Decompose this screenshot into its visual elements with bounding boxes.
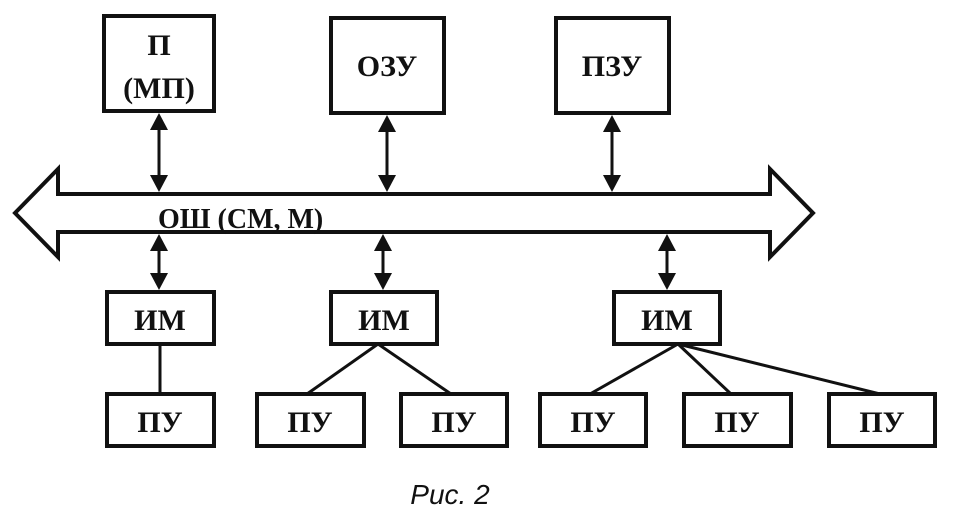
peripheral-device-4-label: ПУ: [570, 406, 615, 439]
peripheral-device-1: [105, 392, 216, 448]
bus-interface-connector-1: [150, 234, 168, 290]
rom-bus-connector: [603, 115, 621, 192]
peripheral-device-6: [827, 392, 937, 448]
peripheral-device-3-label: ПУ: [431, 406, 476, 439]
peripheral-device-6-label: ПУ: [859, 406, 904, 439]
link-im3-pu6: [677, 342, 881, 396]
ram-label: ОЗУ: [357, 50, 417, 83]
processor-label: П: [147, 29, 170, 62]
peripheral-device-5-label: ПУ: [714, 406, 759, 439]
processor-sublabel: (МП): [123, 72, 195, 105]
link-im3-pu4: [589, 342, 679, 396]
interface-module-1-label: ИМ: [134, 304, 186, 337]
figure-caption: Рис. 2: [410, 479, 490, 510]
system-bus: [12, 164, 816, 262]
interface-module-2-label: ИМ: [358, 304, 410, 337]
rom-label: ПЗУ: [582, 50, 642, 83]
peripheral-device-5: [682, 392, 793, 448]
peripheral-device-3: [399, 392, 509, 448]
rom-block: [554, 16, 671, 115]
processor-bus-connector: [150, 113, 168, 192]
interface-module-3-label: ИМ: [641, 304, 693, 337]
ram-bus-connector: [378, 115, 396, 192]
link-im2-pu3: [377, 342, 452, 396]
link-im3-pu5: [676, 342, 733, 396]
bus-interface-connector-3: [658, 234, 676, 290]
peripheral-device-4: [538, 392, 648, 448]
bus-interface-connector-2: [374, 234, 392, 290]
link-im2-pu2: [306, 342, 379, 396]
interface-module-3: [612, 290, 722, 346]
peripheral-device-2: [255, 392, 366, 448]
interface-module-2: [329, 290, 439, 346]
peripheral-device-2-label: ПУ: [287, 406, 332, 439]
processor-block: [102, 14, 216, 113]
bus-label: ОШ (СМ, М): [158, 204, 323, 235]
ram-block: [329, 16, 446, 115]
peripheral-device-1-label: ПУ: [137, 406, 182, 439]
